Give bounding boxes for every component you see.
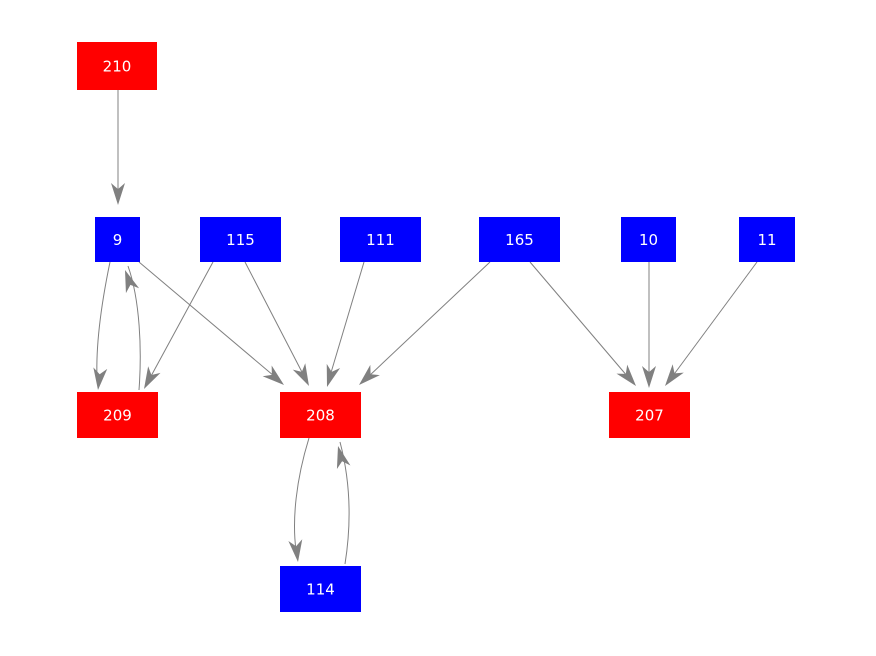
arrow-head-icon: [665, 364, 684, 386]
node-label: 208: [306, 407, 335, 425]
node-label: 10: [639, 231, 658, 249]
edge-165-to-207: [529, 261, 636, 386]
node-207[interactable]: 207: [609, 392, 690, 438]
arrow-head-icon: [616, 364, 636, 386]
node-210[interactable]: 210: [77, 42, 157, 90]
node-box[interactable]: [609, 392, 690, 438]
node-209[interactable]: 209: [77, 392, 158, 438]
edge-115-to-209: [144, 261, 214, 389]
edge-line: [149, 261, 214, 379]
node-label: 11: [757, 231, 776, 249]
node-115[interactable]: 115: [200, 217, 281, 262]
node-label: 165: [505, 231, 534, 249]
arrow-head-icon: [326, 363, 341, 387]
edge-9-to-208: [138, 261, 284, 385]
node-box[interactable]: [280, 392, 361, 438]
node-9[interactable]: 9: [95, 217, 140, 262]
node-label: 111: [366, 231, 395, 249]
edge-line: [244, 261, 305, 377]
arrow-head-icon: [262, 365, 284, 385]
edge-line: [96, 261, 111, 379]
edge-10-to-207: [642, 262, 656, 388]
node-10[interactable]: 10: [621, 217, 676, 262]
edge-line: [127, 265, 141, 391]
edge-line: [138, 261, 275, 377]
edge-208-to-114: [288, 437, 310, 562]
node-111[interactable]: 111: [340, 217, 421, 262]
arrow-head-icon: [111, 183, 125, 205]
node-label: 9: [113, 231, 123, 249]
node-box[interactable]: [479, 217, 560, 262]
arrow-head-icon: [292, 363, 309, 386]
node-114[interactable]: 114: [280, 566, 361, 612]
arrow-head-icon: [336, 446, 351, 470]
edge-165-to-208: [359, 261, 491, 385]
node-box[interactable]: [77, 42, 157, 90]
edge-210-to-9: [111, 90, 125, 205]
arrow-head-icon: [144, 366, 161, 389]
node-label: 209: [103, 407, 132, 425]
node-165[interactable]: 165: [479, 217, 560, 262]
node-box[interactable]: [621, 217, 676, 262]
nodes-layer: 210 9 115 111 165 10 11 209 208 207 114: [77, 42, 795, 612]
node-box[interactable]: [95, 217, 140, 262]
node-label: 207: [635, 407, 664, 425]
node-label: 114: [306, 581, 335, 599]
edges-layer: [93, 90, 758, 565]
node-box[interactable]: [340, 217, 421, 262]
edge-9-to-209: [93, 261, 111, 390]
arrow-head-icon: [93, 367, 108, 390]
edge-114-to-208: [336, 441, 351, 565]
edge-line: [367, 261, 491, 378]
edge-111-to-208: [326, 261, 365, 387]
node-box[interactable]: [739, 217, 795, 262]
edge-11-to-207: [665, 261, 758, 386]
arrow-head-icon: [642, 366, 656, 388]
node-208[interactable]: 208: [280, 392, 361, 438]
node-box[interactable]: [77, 392, 158, 438]
arrow-head-icon: [125, 270, 140, 294]
edge-line: [294, 437, 310, 551]
node-box[interactable]: [200, 217, 281, 262]
edge-115-to-208: [244, 261, 309, 386]
node-label: 210: [103, 58, 132, 76]
edge-line: [671, 261, 758, 378]
arrow-head-icon: [359, 364, 380, 385]
node-label: 115: [226, 231, 255, 249]
arrow-head-icon: [288, 539, 303, 562]
edge-209-to-9: [125, 265, 141, 391]
node-11[interactable]: 11: [739, 217, 795, 262]
edge-line: [329, 261, 365, 377]
node-box[interactable]: [280, 566, 361, 612]
edge-line: [529, 261, 629, 378]
